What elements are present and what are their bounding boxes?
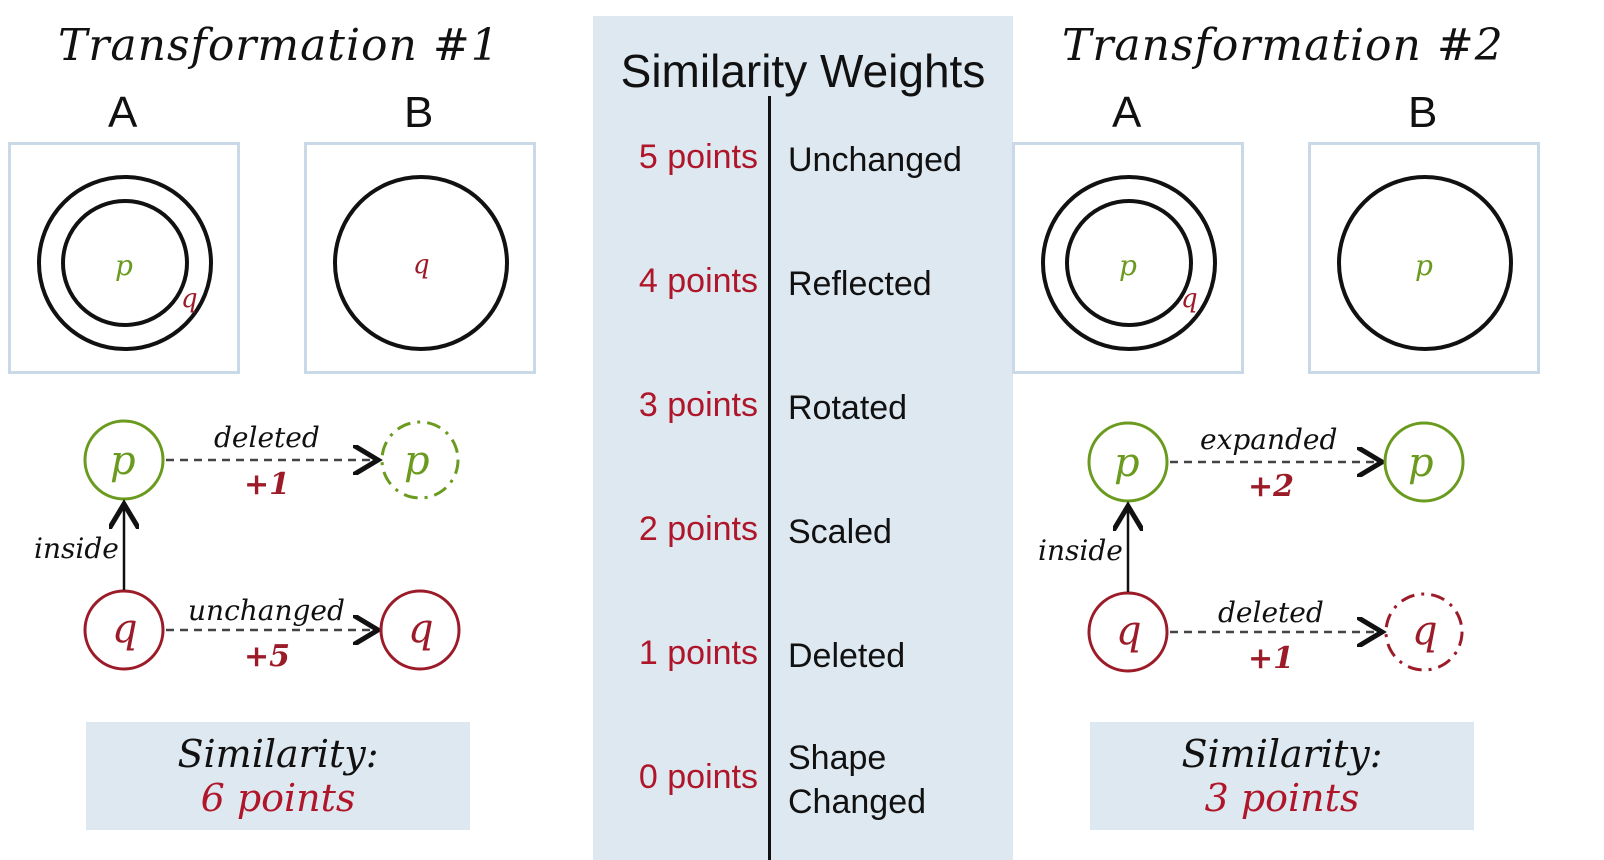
t1-node-q-label: q (112, 606, 138, 652)
t1-similarity-box: Similarity: 6 points (86, 722, 470, 830)
t2-b-label: p (1415, 249, 1433, 282)
t2-similarity-label: Similarity: (1181, 732, 1383, 776)
t2-similarity-box: Similarity: 3 points (1090, 722, 1474, 830)
t1-a-outer-circle (37, 175, 213, 351)
t1-frame-a: p q (8, 142, 240, 374)
t2-node-p (1087, 421, 1169, 503)
t1-frame-b-label: B (404, 88, 434, 137)
t1-node-q (83, 589, 165, 671)
weight-points: 0 points (638, 758, 758, 796)
t2-frame-a-label: A (1112, 88, 1142, 137)
weight-label: Rotated (788, 389, 908, 427)
weight-points: 5 points (638, 138, 758, 176)
t2-node-p-label: p (1114, 440, 1140, 486)
weight-points: 2 points (638, 510, 758, 548)
t2-b-circle (1337, 175, 1513, 351)
t2-a-inner-circle (1065, 199, 1193, 327)
t1-node-p-label: p (110, 438, 136, 484)
t1-frame-a-label: A (108, 88, 138, 137)
t2-node-p-result-label: p (1408, 440, 1434, 486)
t1-similarity-value: 6 points (200, 776, 356, 820)
t1-q-score: +5 (244, 639, 290, 674)
t2-relation-graph: p q inside expanded +2 p deleted +1 q (1038, 421, 1465, 676)
t2-node-q (1087, 591, 1169, 673)
weight-points: 4 points (638, 262, 758, 300)
t1-node-p (83, 419, 165, 501)
t1-relation-graph: p q inside deleted +1 p unchanged +5 q (34, 419, 461, 674)
weight-label: Deleted (788, 637, 906, 675)
t2-a-inner-label: p (1119, 249, 1137, 282)
transformation-1-title: Transformation #1 (58, 20, 500, 71)
transformation-2-title: Transformation #2 (1062, 20, 1504, 71)
t2-p-transform-label: expanded (1200, 423, 1337, 456)
t1-b-circle (333, 175, 509, 351)
t1-q-transform-label: unchanged (188, 594, 345, 627)
t1-inside-label: inside (34, 532, 119, 565)
t2-frame-a: p q (1012, 142, 1244, 374)
t1-node-q-result (379, 589, 461, 671)
weight-points: 3 points (638, 386, 758, 424)
t2-inside-label: inside (1038, 534, 1123, 567)
t1-p-transform-label: deleted (214, 421, 320, 454)
t2-node-p-result (1383, 421, 1465, 503)
similarity-weights-panel: Similarity Weights 5 points Unchanged 4 … (593, 16, 1013, 860)
t1-a-outer-label: q (181, 284, 198, 314)
t2-frame-b: p (1308, 142, 1540, 374)
t2-node-q-result-label: q (1412, 608, 1438, 654)
t1-a-inner-label: p (115, 249, 133, 282)
t1-frame-b: q (304, 142, 536, 374)
t2-node-q-deleted (1384, 592, 1464, 672)
t1-node-p-deleted (380, 420, 460, 500)
t2-similarity-value: 3 points (1204, 776, 1360, 820)
t2-node-q-label: q (1116, 608, 1142, 654)
t1-p-score: +1 (244, 467, 290, 502)
t1-a-inner-circle (61, 199, 189, 327)
t1-b-label: q (413, 250, 430, 280)
weights-divider (768, 96, 771, 860)
t2-a-outer-circle (1041, 175, 1217, 351)
t1-node-q-result-label: q (408, 606, 434, 652)
t2-p-score: +2 (1248, 469, 1294, 504)
t1-node-p-result-label: p (404, 438, 430, 484)
weight-label: Shape Changed (788, 739, 927, 821)
t2-q-transform-label: deleted (1218, 596, 1324, 629)
t2-q-score: +1 (1248, 641, 1294, 676)
similarity-weights-title: Similarity Weights (620, 45, 986, 97)
t1-similarity-label: Similarity: (177, 732, 379, 776)
weight-label: Reflected (788, 265, 932, 303)
t2-frame-b-label: B (1408, 88, 1438, 137)
weight-points: 1 points (638, 634, 758, 672)
t2-a-outer-label: q (1181, 284, 1198, 314)
weight-label: Unchanged (788, 141, 962, 179)
weight-label: Scaled (788, 513, 892, 551)
